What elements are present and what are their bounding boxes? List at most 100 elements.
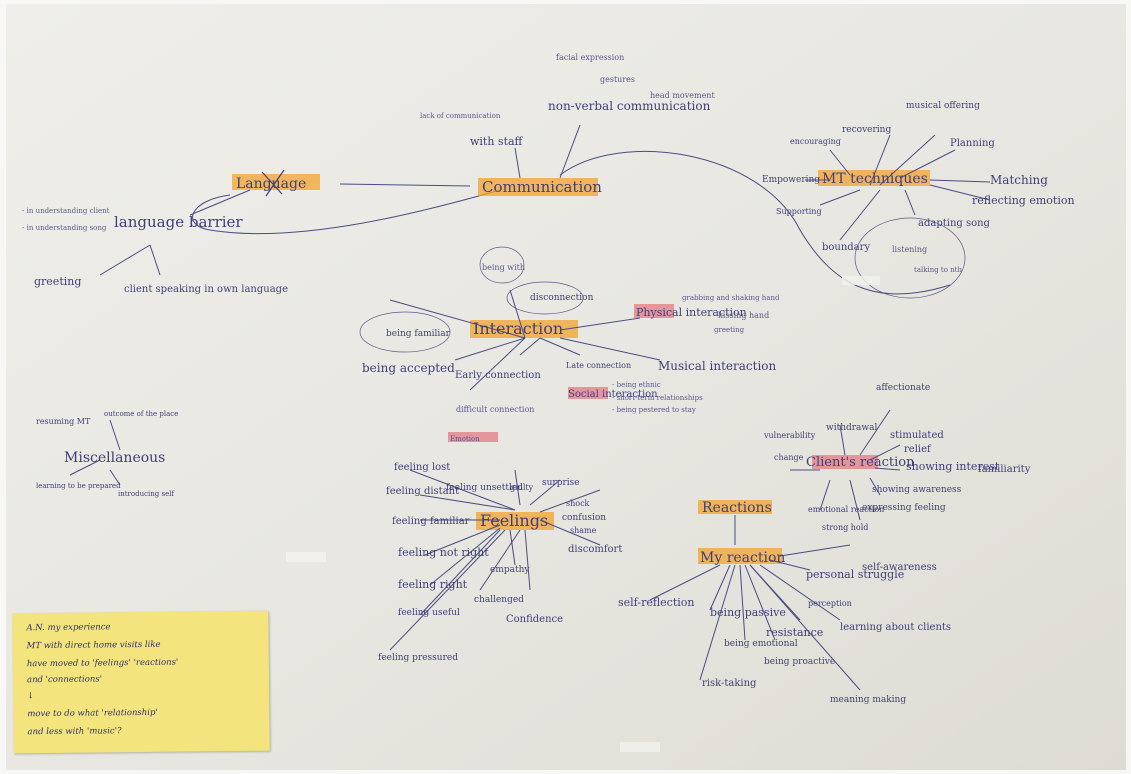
label-being-passive: being passive xyxy=(710,606,786,619)
label-vulnerability: vulnerability xyxy=(763,431,816,440)
highlight-interaction xyxy=(470,320,578,338)
label-feeling-lost: feeling lost xyxy=(394,462,450,473)
tape-left xyxy=(286,552,326,562)
label-learning-about-clients: learning about clients xyxy=(840,622,951,633)
label-reflecting-emotion: reflecting emotion xyxy=(972,194,1075,207)
node-feelings: Feelings xyxy=(480,511,548,530)
node-language-barrier: language barrier xyxy=(114,213,243,231)
label-personal-struggle: personal struggle xyxy=(806,568,904,581)
node-musical-interaction: Musical interaction xyxy=(658,359,777,373)
sticky-note-line: A.N. my experience xyxy=(26,622,111,634)
label-resistance: resistance xyxy=(766,626,823,639)
connector-lines xyxy=(69,124,991,691)
label-being-proactive: being proactive xyxy=(764,657,835,667)
label-empowering: Empowering xyxy=(762,175,820,185)
sticky-note-line: have moved to 'feelings' 'reactions' xyxy=(26,657,179,670)
label-matching: Matching xyxy=(990,173,1048,187)
node-interaction: Interaction xyxy=(473,319,563,338)
node-non-verbal: non-verbal communication xyxy=(548,99,711,113)
node-social-interaction: Social interaction xyxy=(568,389,658,400)
label-confusion: confusion xyxy=(562,513,606,523)
label-expressing-feeling: expressing feeling xyxy=(862,503,946,513)
label-learning-prepared: learning to be prepared xyxy=(36,482,121,490)
circle-listening xyxy=(854,217,966,299)
label-surprise: surprise xyxy=(542,478,580,488)
circle-familiarity xyxy=(359,311,451,353)
label-listening: listening xyxy=(892,245,927,254)
label-feeling-pressured: feeling pressured xyxy=(378,653,458,663)
label-understanding-client: - in understanding client xyxy=(22,207,110,215)
tape-upper xyxy=(842,276,880,285)
node-clients-reaction: Client's reaction xyxy=(806,455,915,470)
label-disconnection: disconnection xyxy=(530,293,594,303)
label-gestures: gestures xyxy=(600,75,635,84)
label-short-term: - short-term relationships xyxy=(612,394,703,402)
label-risk-taking: risk-taking xyxy=(702,678,757,689)
label-greeting: greeting xyxy=(34,275,81,288)
label-being-ethnic: - being ethnic xyxy=(612,381,661,389)
label-grabbing-hand: grabbing and shaking hand xyxy=(682,294,780,302)
circle-disconnection xyxy=(506,281,584,315)
label-being-with: being with xyxy=(482,263,525,272)
label-familiarity: familiarity xyxy=(978,464,1031,475)
node-physical-interaction: Physical interaction xyxy=(636,306,747,319)
label-showing-awareness: showing awareness xyxy=(872,485,962,495)
labels: facial expression gestures head movement… xyxy=(22,53,1075,705)
highlight-physical xyxy=(634,304,674,318)
label-shame: shame xyxy=(570,526,597,535)
label-relief: relief xyxy=(904,444,932,455)
label-feeling-useful: feeling useful xyxy=(398,608,460,618)
node-communication: Communication xyxy=(482,178,602,196)
tape-bottom xyxy=(620,742,660,752)
label-perception: perception xyxy=(808,599,852,608)
label-strong-hold: strong hold xyxy=(822,523,868,532)
label-guilty: guilty xyxy=(510,483,534,492)
label-client-speaking: client speaking in own language xyxy=(124,284,288,295)
label-being-accepted: being accepted xyxy=(362,361,455,375)
curve-language-communication xyxy=(192,189,501,235)
label-discomfort: discomfort xyxy=(568,544,622,555)
label-emotional-reaction: emotional reaction xyxy=(808,505,884,514)
label-confidence: Confidence xyxy=(506,614,563,625)
node-language: Language xyxy=(236,176,306,192)
label-empathy: empathy xyxy=(490,565,530,575)
sticky-note-line: and less with 'music'? xyxy=(27,726,122,738)
highlight-communication xyxy=(478,178,598,196)
label-self-reflection: self-reflection xyxy=(618,596,695,609)
label-understanding-song: - in understanding song xyxy=(22,224,107,232)
node-reactions: Reactions xyxy=(702,500,772,516)
label-affectionate: affectionate xyxy=(876,383,930,393)
label-musical-offering: musical offering xyxy=(906,101,980,111)
label-introducing-self: introducing self xyxy=(118,490,175,498)
highlight-emotion xyxy=(448,432,498,442)
label-head-movement: head movement xyxy=(650,91,715,100)
label-change: change xyxy=(774,453,804,462)
node-my-reaction: My reaction xyxy=(700,550,785,566)
label-planning: Planning xyxy=(950,138,995,149)
label-feeling-unsettled: feeling unsettled xyxy=(446,483,523,493)
label-lack-of-communication: lack of communication xyxy=(420,112,501,120)
sticky-note-line: move to do what 'relationship' xyxy=(27,707,158,720)
label-greeting-small: greeting xyxy=(714,326,745,334)
label-resuming-mt: resuming MT xyxy=(36,417,91,426)
label-talking: talking to nth xyxy=(914,266,962,274)
label-early-connection: Early connection xyxy=(455,370,541,381)
label-facial-expression: facial expression xyxy=(556,53,624,62)
label-feeling-not-right: feeling not right xyxy=(398,546,489,559)
label-self-awareness: self-awareness xyxy=(862,562,937,573)
sticky-note: A.N. my experience MT with direct home v… xyxy=(12,610,270,754)
label-feeling-right: feeling right xyxy=(398,578,468,591)
label-showing-interest: showing interest xyxy=(906,460,1000,473)
label-stimulated: stimulated xyxy=(890,430,944,441)
label-meaning-making: meaning making xyxy=(830,695,906,705)
label-being-pestered: - being pestered to stay xyxy=(612,406,696,414)
label-late-connection: Late connection xyxy=(566,361,631,370)
highlight-mt-techniques xyxy=(818,170,930,186)
label-feeling-familiar: feeling familiar xyxy=(392,516,470,527)
label-adapting-song: adapting song xyxy=(918,218,991,229)
label-kissing-hand: kissing hand xyxy=(718,311,769,320)
label-boundary: boundary xyxy=(822,242,870,253)
cross-out-mark xyxy=(261,169,285,197)
highlight-clients-reaction xyxy=(812,455,878,469)
